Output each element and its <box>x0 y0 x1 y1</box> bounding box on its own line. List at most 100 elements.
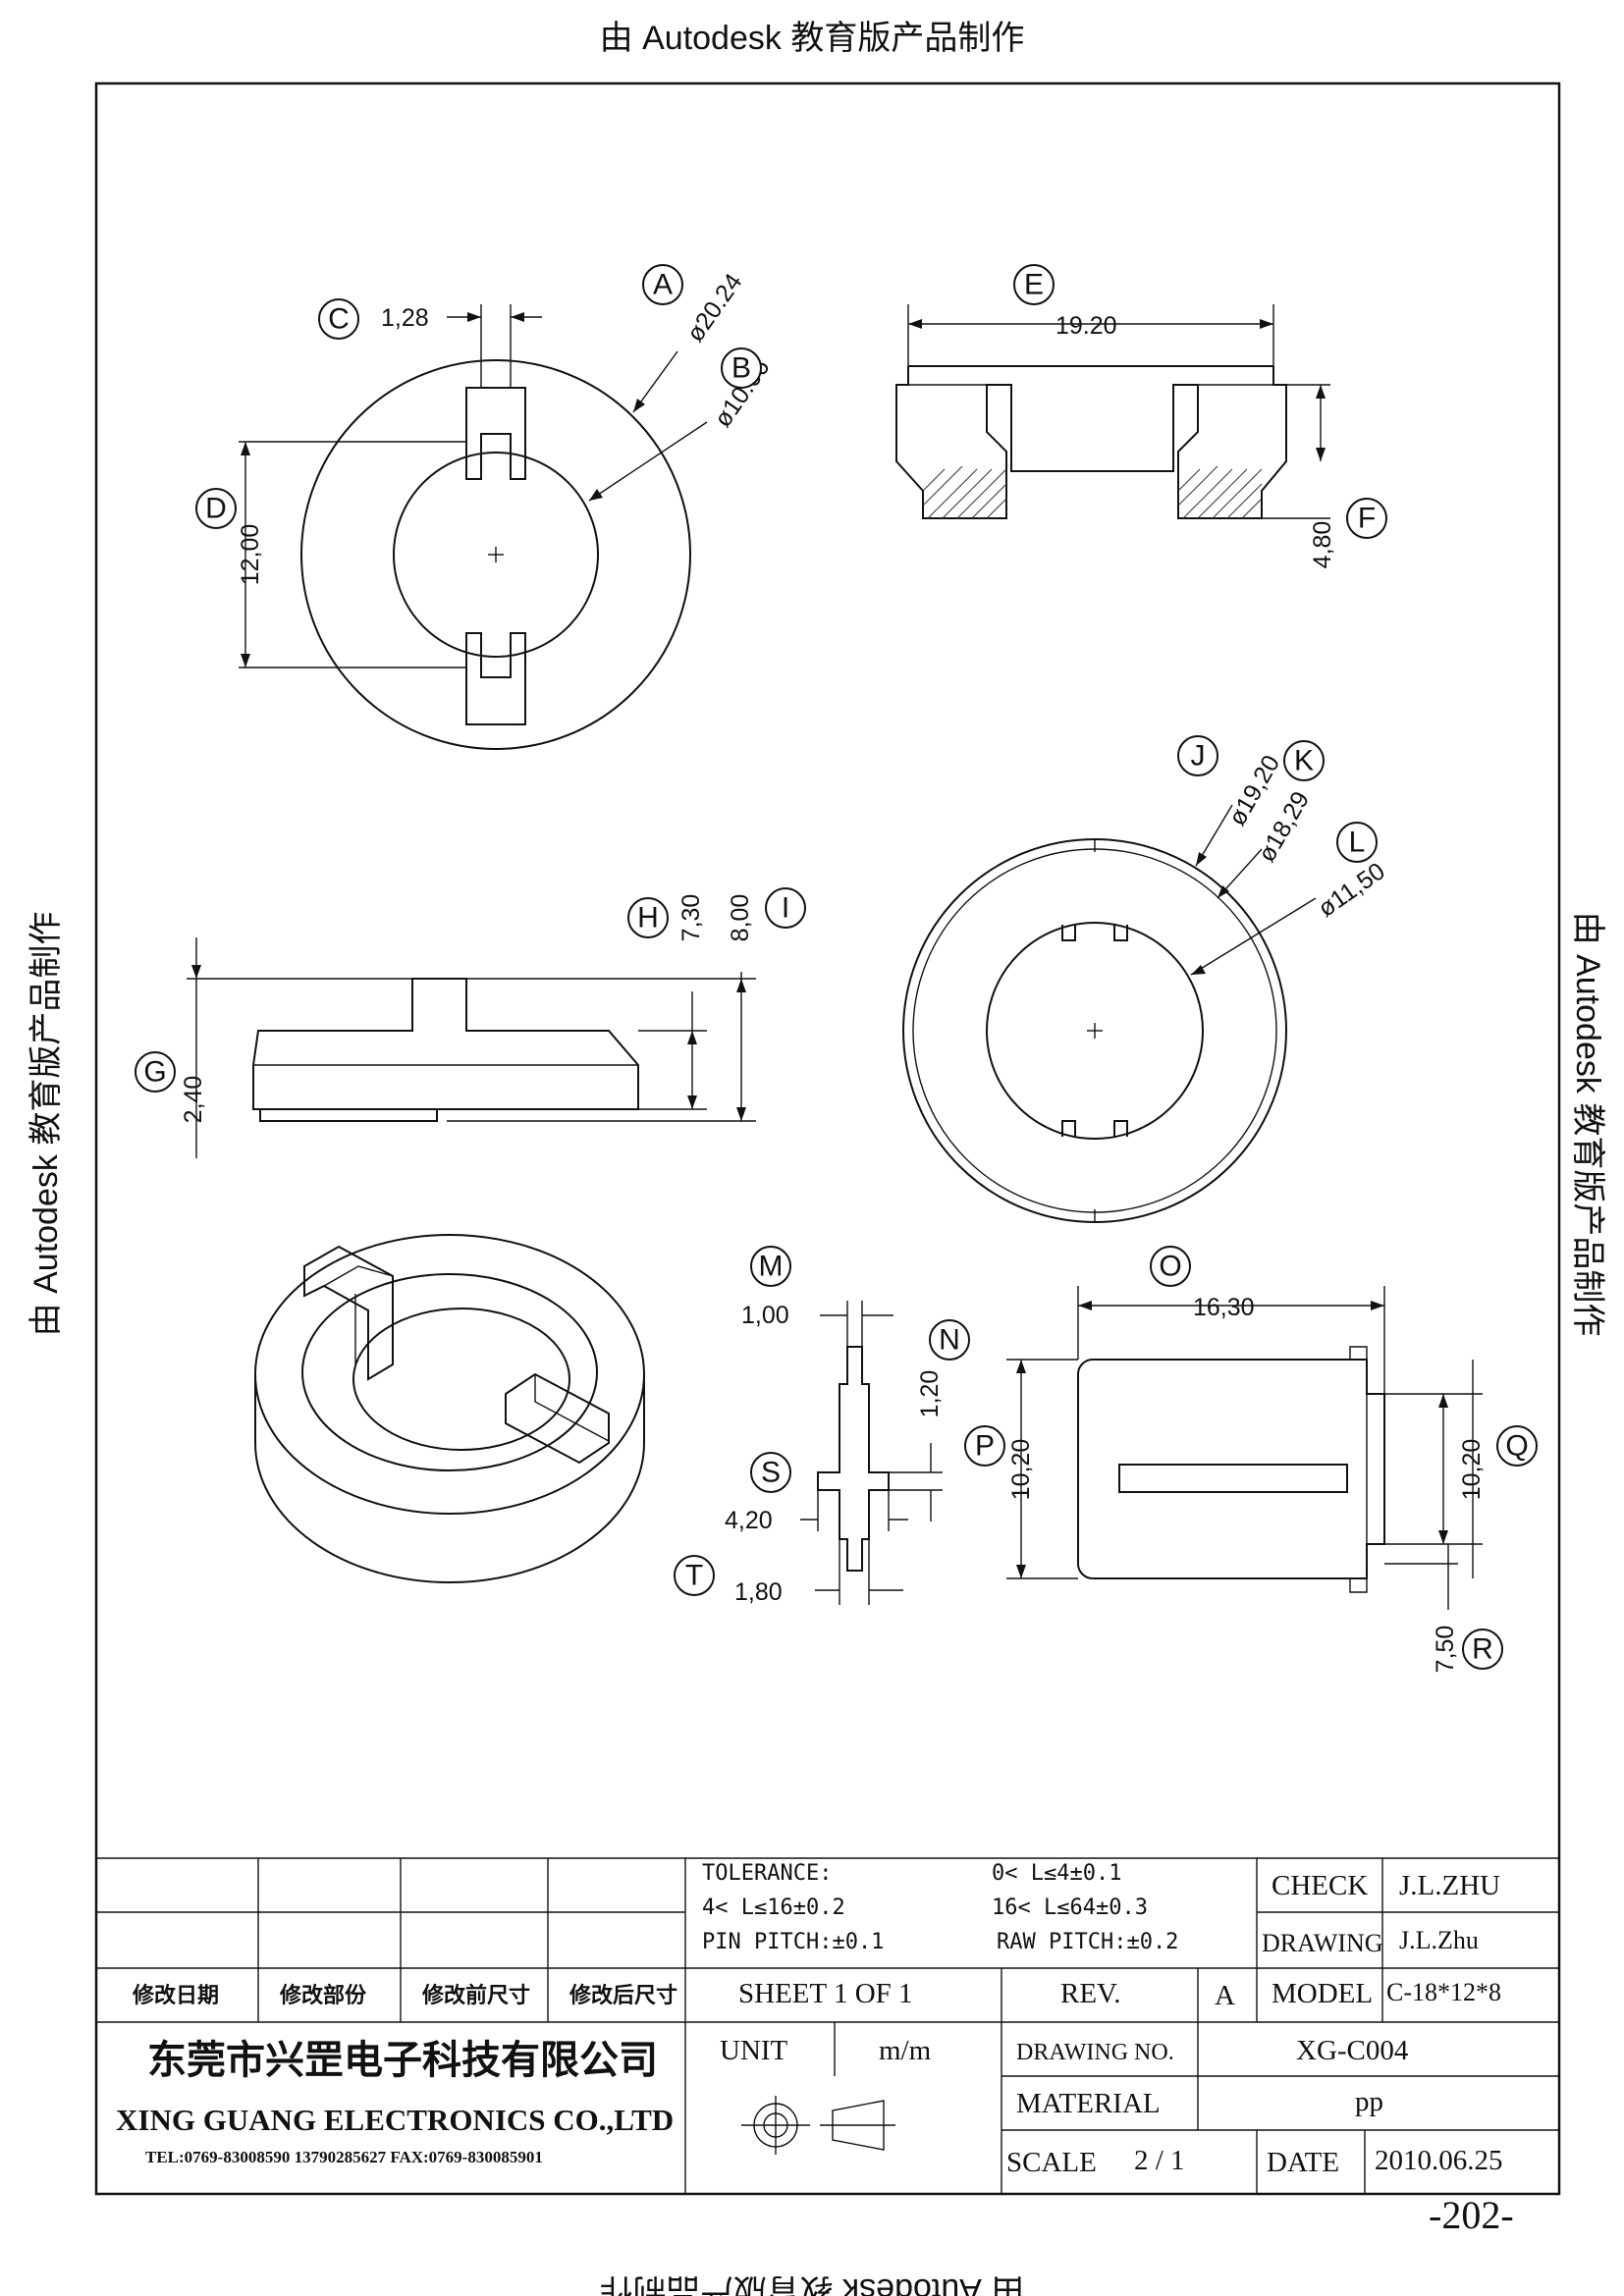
dim-d-value: 12,00 <box>237 524 264 586</box>
check-label: CHECK <box>1272 1870 1368 1901</box>
rev-date-header: 修改日期 <box>132 1983 219 2007</box>
material-label: MATERIAL <box>1016 2088 1161 2119</box>
rev-before-header: 修改前尺寸 <box>421 1983 530 2007</box>
svg-text:Q: Q <box>1505 1430 1528 1463</box>
svg-text:P: P <box>975 1430 995 1463</box>
scale-label: SCALE <box>1006 2147 1097 2178</box>
callout-j: J <box>1177 735 1218 776</box>
svg-text:I: I <box>782 892 789 925</box>
model-label: MODEL <box>1272 1978 1373 2009</box>
dim-e-value: 19.20 <box>1056 312 1117 340</box>
callout-d: D <box>195 488 237 529</box>
watermark-bottom: 由 Autodesk 教育版产品制作 <box>600 2271 1025 2296</box>
svg-text:T: T <box>685 1560 703 1592</box>
callout-r: R <box>1462 1629 1503 1670</box>
drawing-no-value: XG-C004 <box>1296 2035 1409 2066</box>
svg-text:N: N <box>939 1324 960 1357</box>
dim-p-value: 10,20 <box>1007 1439 1035 1501</box>
pin-view: 1,00 1,20 4,20 1,80 <box>725 1301 944 1606</box>
section-view: 19.20 4,80 <box>895 304 1336 568</box>
callout-e: E <box>1013 264 1055 305</box>
svg-text:C: C <box>328 303 350 336</box>
svg-text:H: H <box>637 902 659 934</box>
svg-text:B: B <box>731 352 751 385</box>
check-value: J.L.ZHU <box>1399 1870 1500 1901</box>
unit-label: UNIT <box>720 2035 788 2066</box>
callout-o: O <box>1150 1246 1191 1287</box>
svg-text:G: G <box>143 1056 166 1089</box>
dim-r-value: 7,50 <box>1432 1626 1459 1674</box>
callout-p: P <box>964 1425 1005 1467</box>
callout-f: F <box>1346 498 1387 539</box>
callout-i: I <box>765 887 806 929</box>
tolerance-label: TOLERANCE: <box>702 1861 832 1886</box>
callout-c: C <box>318 298 359 340</box>
svg-text:K: K <box>1294 745 1314 777</box>
svg-text:O: O <box>1159 1251 1181 1283</box>
sheet-label: SHEET 1 OF 1 <box>738 1978 913 2009</box>
rev-label: REV. <box>1060 1978 1121 2009</box>
page-number: -202- <box>1429 2193 1514 2237</box>
material-value: pp <box>1355 2086 1383 2117</box>
dim-g-value: 2,40 <box>180 1076 207 1124</box>
callout-t: T <box>674 1555 715 1596</box>
drawing-value: J.L.Zhu <box>1399 1926 1479 1954</box>
watermark-top: 由 Autodesk 教育版产品制作 <box>600 20 1025 57</box>
dim-t-value: 1,80 <box>734 1578 783 1606</box>
callout-h: H <box>627 897 669 938</box>
dim-h-value: 7,30 <box>677 894 705 942</box>
projection-symbol-icon <box>741 2096 895 2155</box>
dim-o-value: 16,30 <box>1193 1294 1255 1321</box>
svg-text:R: R <box>1472 1633 1493 1666</box>
raw-pitch: RAW PITCH:±0.2 <box>997 1930 1178 1954</box>
callout-l: L <box>1336 822 1378 863</box>
dim-i-value: 8,00 <box>727 894 754 942</box>
rev-value: A <box>1215 1980 1235 2011</box>
dim-s-value: 4,20 <box>725 1507 773 1534</box>
watermark-right: 由 Autodesk 教育版产品制作 <box>1569 912 1606 1337</box>
company-name-en: XING GUANG ELECTRONICS CO.,LTD <box>116 2103 674 2137</box>
dim-n-value: 1,20 <box>916 1370 944 1418</box>
tolerance-2: 4< L≤16±0.2 <box>702 1896 845 1920</box>
date-label: DATE <box>1267 2147 1339 2178</box>
svg-text:J: J <box>1191 740 1206 773</box>
company-contact: TEL:0769-83008590 13790285627 FAX:0769-8… <box>145 2148 543 2166</box>
callout-s: S <box>750 1452 791 1493</box>
watermark-left: 由 Autodesk 教育版产品制作 <box>27 912 65 1337</box>
dim-m-value: 1,00 <box>741 1302 789 1329</box>
title-block: TOLERANCE: 0< L≤4±0.1 4< L≤16±0.2 16< L≤… <box>96 1857 1559 2194</box>
svg-text:F: F <box>1358 503 1376 535</box>
model-value: C-18*12*8 <box>1386 1978 1501 2006</box>
date-value: 2010.06.25 <box>1375 2145 1503 2176</box>
tolerance-1: 0< L≤4±0.1 <box>992 1861 1121 1886</box>
top-view: 12,00 1,28 ø20.24 ø10.66 <box>237 269 776 750</box>
callout-q: Q <box>1496 1425 1538 1467</box>
svg-text:A: A <box>653 269 673 301</box>
drawing-no-label: DRAWING NO. <box>1016 2040 1174 2065</box>
callout-b: B <box>721 347 762 389</box>
callout-k: K <box>1283 740 1325 781</box>
svg-text:D: D <box>205 493 227 525</box>
callout-n: N <box>929 1319 970 1361</box>
dim-l-value: ø11,50 <box>1313 857 1389 923</box>
drawing-label: DRAWING <box>1262 1929 1383 1957</box>
drawing-border <box>94 81 1561 2196</box>
dim-a-value: ø20.24 <box>681 269 748 347</box>
isometric-view <box>254 1234 645 1583</box>
company-name-cn: 东莞市兴罡电子科技有限公司 <box>147 2039 658 2082</box>
rev-after-header: 修改后尺寸 <box>568 1983 677 2007</box>
callout-m: M <box>750 1246 791 1287</box>
callout-g: G <box>135 1051 176 1093</box>
svg-text:E: E <box>1024 269 1044 301</box>
front-view: 16,30 10,20 10,20 7,50 <box>1006 1286 1486 1673</box>
svg-text:M: M <box>759 1251 784 1283</box>
scale-value: 2 / 1 <box>1134 2145 1185 2176</box>
side-view: 2,40 7,30 8,00 <box>180 894 756 1158</box>
svg-text:S: S <box>761 1457 781 1489</box>
pin-pitch: PIN PITCH:±0.1 <box>702 1930 884 1954</box>
unit-value: m/m <box>879 2035 932 2066</box>
dim-c-value: 1,28 <box>381 304 429 332</box>
rev-part-header: 修改部份 <box>279 1983 367 2007</box>
dim-q-value: 10,20 <box>1458 1439 1486 1501</box>
